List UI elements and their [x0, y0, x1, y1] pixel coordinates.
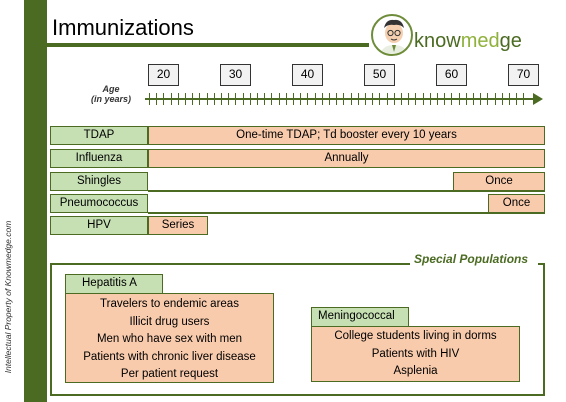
title-underline	[47, 43, 369, 47]
vaccine-label-hpv: HPV	[50, 216, 148, 235]
vaccine-label-tdap: TDAP	[50, 126, 148, 145]
axis-minor-tick	[401, 93, 402, 105]
axis-minor-tick	[415, 93, 416, 105]
schedule-bar-hpv: Series	[148, 216, 208, 235]
axis-minor-tick	[336, 93, 337, 105]
axis-minor-tick	[437, 93, 438, 105]
axis-minor-tick	[487, 93, 488, 105]
list-item: Men who have sex with men	[96, 333, 243, 345]
axis-minor-tick	[502, 93, 503, 105]
age-axis-line	[145, 98, 535, 100]
axis-minor-tick	[207, 93, 208, 105]
axis-minor-tick	[300, 93, 301, 105]
axis-minor-tick	[171, 93, 172, 105]
age-axis-label: Age (in years)	[90, 84, 132, 104]
axis-minor-tick	[509, 93, 510, 105]
age-tick-label: 70	[508, 64, 539, 86]
axis-minor-tick	[192, 93, 193, 105]
axis-minor-tick	[451, 93, 452, 105]
axis-minor-tick	[199, 93, 200, 105]
special-populations-frame	[50, 263, 545, 396]
axis-minor-tick	[394, 93, 395, 105]
axis-minor-tick	[343, 93, 344, 105]
axis-minor-tick	[286, 93, 287, 105]
axis-minor-tick	[185, 93, 186, 105]
axis-minor-tick	[365, 93, 366, 105]
list-item: Per patient request	[120, 368, 219, 380]
schedule-bar-influenza: Annually	[148, 149, 545, 168]
axis-minor-tick	[351, 93, 352, 105]
schedule-bar-tdap: One-time TDAP; Td booster every 10 years	[148, 126, 545, 145]
axis-arrow-icon	[533, 93, 543, 105]
axis-minor-tick	[480, 93, 481, 105]
axis-minor-tick	[387, 93, 388, 105]
schedule-bar-shingles: Once	[453, 172, 545, 191]
axis-minor-tick	[322, 93, 323, 105]
axis-minor-tick	[423, 93, 424, 105]
age-tick-label: 40	[292, 64, 323, 86]
axis-minor-tick	[156, 93, 157, 105]
page-title: Immunizations	[52, 15, 194, 40]
axis-minor-tick	[516, 93, 517, 105]
watermark-text: Intellectual Property of Knowmedge.com	[3, 220, 13, 374]
special-populations-title: Special Populations	[414, 252, 529, 266]
age-tick-label: 50	[364, 64, 395, 86]
axis-minor-tick	[243, 93, 244, 105]
list-item: College students living in dorms	[334, 330, 497, 342]
axis-minor-tick	[408, 93, 409, 105]
axis-minor-tick	[264, 93, 265, 105]
axis-minor-tick	[250, 93, 251, 105]
row-divider	[148, 190, 545, 192]
axis-minor-tick	[459, 93, 460, 105]
axis-minor-tick	[430, 93, 431, 105]
axis-minor-tick	[163, 93, 164, 105]
axis-minor-tick	[149, 93, 150, 105]
axis-minor-tick	[307, 93, 308, 105]
vaccine-label-shingles: Shingles	[50, 172, 148, 191]
axis-minor-tick	[372, 93, 373, 105]
axis-minor-tick	[257, 93, 258, 105]
axis-minor-tick	[178, 93, 179, 105]
axis-minor-tick	[235, 93, 236, 105]
axis-minor-tick	[214, 93, 215, 105]
axis-minor-tick	[315, 93, 316, 105]
meningococcal-label: Meningococcal	[311, 307, 409, 327]
list-item: Patients with chronic liver disease	[83, 350, 256, 363]
vaccine-label-influenza: Influenza	[50, 149, 148, 168]
special-title-background	[410, 252, 538, 272]
left-accent-bar	[24, 0, 47, 402]
list-item: Patients with HIV	[371, 347, 460, 360]
vaccine-label-pneumococcus: Pneumococcus	[50, 194, 148, 213]
axis-minor-tick	[293, 93, 294, 105]
axis-minor-tick	[329, 93, 330, 105]
axis-minor-tick	[444, 93, 445, 105]
axis-minor-tick	[523, 93, 524, 105]
hepatitis-a-list: Travelers to endemic areas Illicit drug …	[65, 293, 274, 383]
row-divider	[148, 212, 545, 214]
axis-minor-tick	[279, 93, 280, 105]
list-item: Travelers to endemic areas	[100, 298, 239, 310]
axis-minor-tick	[495, 93, 496, 105]
schedule-bar-pneumococcus: Once	[488, 194, 545, 213]
age-tick-label: 60	[436, 64, 467, 86]
axis-minor-tick	[228, 93, 229, 105]
brand-logo: knowmedge	[414, 30, 522, 52]
axis-minor-tick	[271, 93, 272, 105]
doctor-mascot-icon	[371, 14, 413, 56]
axis-minor-tick	[221, 93, 222, 105]
age-tick-label: 30	[220, 64, 251, 86]
list-item: Asplenia	[393, 365, 438, 377]
age-tick-label: 20	[148, 64, 179, 86]
axis-minor-tick	[358, 93, 359, 105]
axis-minor-tick	[379, 93, 380, 105]
title-background	[47, 16, 347, 44]
axis-minor-tick	[473, 93, 474, 105]
meningococcal-list: College students living in dorms Patient…	[311, 326, 520, 382]
axis-minor-tick	[466, 93, 467, 105]
hepatitis-a-label: Hepatitis A	[65, 274, 163, 294]
list-item: Illicit drug users	[129, 315, 210, 328]
